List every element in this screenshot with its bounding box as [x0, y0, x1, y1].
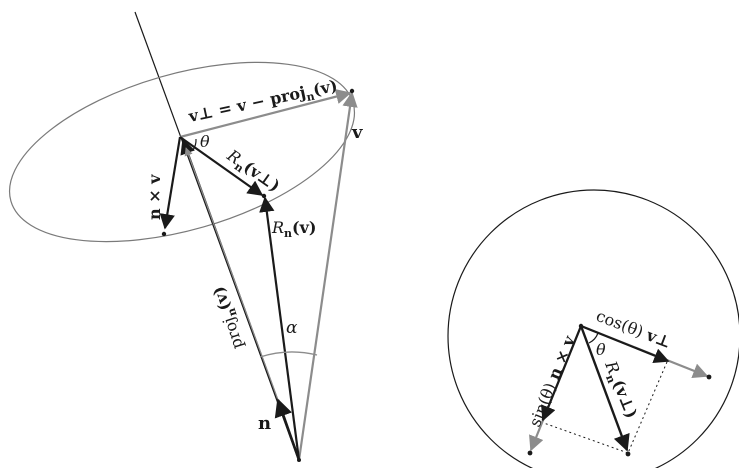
- n-cross-v-tip-dot: [161, 231, 167, 237]
- theta-label-left: θ: [200, 132, 210, 151]
- n-label: n: [258, 413, 271, 434]
- v-vector: [297, 91, 358, 461]
- theta-label-right: θ: [596, 340, 606, 359]
- proj-label: projn(v): [209, 283, 250, 352]
- rn-vperp-vector-right: [579, 325, 630, 452]
- sin-component-vector: [541, 325, 583, 422]
- right-figure: cos(θ) v⊥ sin(θ) n × v θ Rn(v⊥): [447, 189, 739, 468]
- left-figure: v⊥ = v − projn(v) v θ Rn(v⊥) Rn(v) n × v…: [8, 11, 363, 462]
- rotation-circle: [447, 189, 739, 468]
- v-perp-vector: [179, 89, 352, 139]
- n-cross-v-label: n × v: [145, 174, 164, 220]
- v-label: v: [351, 122, 363, 143]
- sin-label: sin(θ) n × v: [525, 332, 579, 429]
- n-cross-v-vector: [159, 136, 182, 230]
- right-rn-tip-dot: [625, 451, 631, 457]
- right-ncrossv-tip-dot: [527, 450, 533, 456]
- theta-arc-right: [588, 332, 599, 344]
- alpha-arc: [259, 351, 318, 358]
- dotted-line-top-right: [627, 361, 668, 454]
- right-vperp-tip-dot: [706, 374, 712, 380]
- v-tip-dot: [349, 88, 355, 94]
- cos-component-vector: [580, 324, 670, 363]
- rn-v-vector: [259, 196, 301, 461]
- alpha-label: α: [286, 318, 298, 338]
- dotted-line-bottom: [540, 421, 629, 454]
- rn-vperp-vector: [179, 136, 264, 196]
- n-unit-vector: [274, 398, 301, 461]
- rn-v-label: Rn(v): [271, 218, 316, 240]
- theta-arc-left: [192, 138, 197, 151]
- rn-v-tip-dot: [261, 193, 267, 199]
- right-center-dot: [578, 323, 584, 329]
- origin-dot: [297, 458, 301, 462]
